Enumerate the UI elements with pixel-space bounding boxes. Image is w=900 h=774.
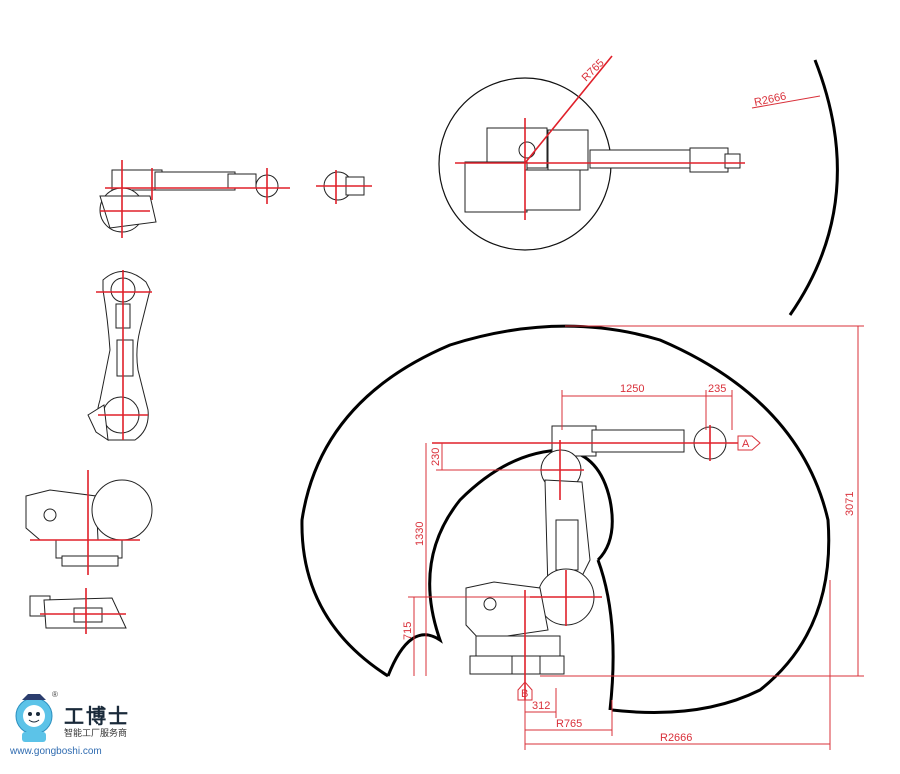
- arm-top-view-small: [99, 160, 290, 238]
- dim-left-small-label: 715: [402, 622, 414, 640]
- dim-1250-label: 1250: [620, 383, 644, 395]
- marker-b: B: [517, 681, 533, 701]
- r2666-top-leader: [751, 95, 821, 109]
- logo-tagline: 智能工厂服务商: [64, 728, 128, 738]
- robot-mascot-icon: [15, 694, 53, 742]
- dim-235-label: 235: [708, 383, 726, 395]
- dim-3071-label: 3071: [844, 492, 856, 516]
- marker-a: A: [737, 435, 761, 451]
- base-side-view: [25, 470, 153, 575]
- logo-url: www.gongboshi.com: [10, 746, 102, 757]
- r2666-arc-top: [788, 59, 839, 316]
- dimension-lines: [408, 325, 864, 750]
- top-view-r765: [438, 55, 745, 251]
- dim-r765-bottom-label: R765: [556, 718, 582, 730]
- dim-1330-label: 1330: [414, 522, 426, 546]
- marker-a-label: A: [742, 438, 750, 450]
- r2666-top-label: R2666: [753, 90, 787, 108]
- dim-230-label: 230: [430, 448, 442, 466]
- main-robot-side-view: [465, 425, 727, 675]
- gongboshi-logo: ® 工博士 智能工厂服务商 www.gongboshi.com: [8, 690, 148, 770]
- dim-r2666-bottom-label: R2666: [660, 732, 692, 744]
- base-footprint: [29, 588, 127, 634]
- workspace-envelope: [300, 324, 831, 714]
- logo-brand: 工博士: [64, 706, 130, 728]
- marker-b-label: B: [521, 688, 528, 700]
- wrist-flange-detail: [316, 170, 372, 204]
- dim-312-label: 312: [532, 700, 550, 712]
- registered-mark: ®: [52, 690, 58, 699]
- arm-front-view: [87, 270, 152, 442]
